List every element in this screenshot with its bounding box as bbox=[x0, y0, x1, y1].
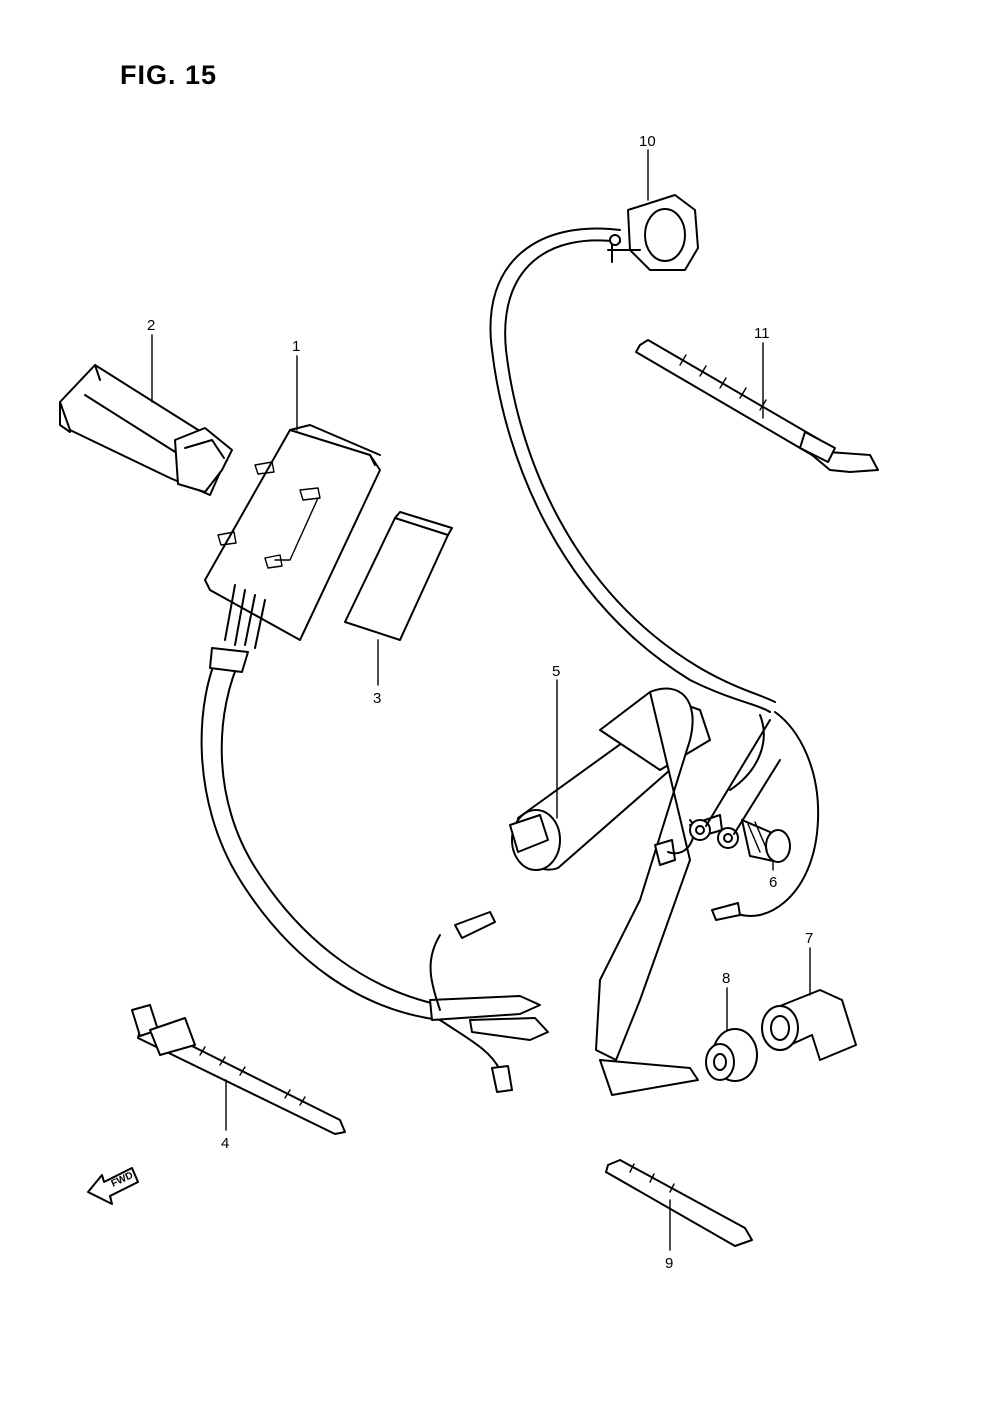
part-10-clamp bbox=[607, 194, 699, 271]
callout-1: 1 bbox=[292, 338, 300, 355]
callout-8: 8 bbox=[722, 970, 730, 987]
ignition-wire bbox=[489, 227, 820, 921]
part-2-rubber-band bbox=[59, 364, 233, 496]
callout-2: 2 bbox=[147, 317, 155, 334]
part-7-plug-cap bbox=[761, 989, 857, 1061]
part-6-bolt bbox=[741, 819, 791, 863]
wire-harness bbox=[200, 647, 549, 1093]
callout-numbers: 1 2 3 4 5 6 7 8 9 10 11 bbox=[147, 133, 813, 1272]
ring-terminals bbox=[689, 719, 781, 849]
part-3-pad bbox=[344, 511, 453, 641]
callout-9: 9 bbox=[665, 1255, 673, 1272]
callout-5: 5 bbox=[552, 663, 560, 680]
callout-3: 3 bbox=[373, 690, 381, 707]
part-8-grommet bbox=[705, 1028, 758, 1082]
callout-7: 7 bbox=[805, 930, 813, 947]
part-4-cable-tie bbox=[131, 1004, 346, 1135]
fwd-direction-arrow: FWD bbox=[87, 1167, 139, 1205]
callout-6: 6 bbox=[769, 874, 777, 891]
leader-lines bbox=[151, 149, 811, 1251]
callout-4: 4 bbox=[221, 1135, 229, 1152]
part-9-cable-tie bbox=[605, 1159, 753, 1247]
part-11-cable-tie bbox=[635, 339, 879, 473]
part-5-ignition-coil bbox=[509, 687, 723, 1096]
callout-10: 10 bbox=[639, 133, 656, 150]
figure-title: FIG. 15 bbox=[120, 60, 218, 90]
callout-11: 11 bbox=[754, 325, 770, 342]
